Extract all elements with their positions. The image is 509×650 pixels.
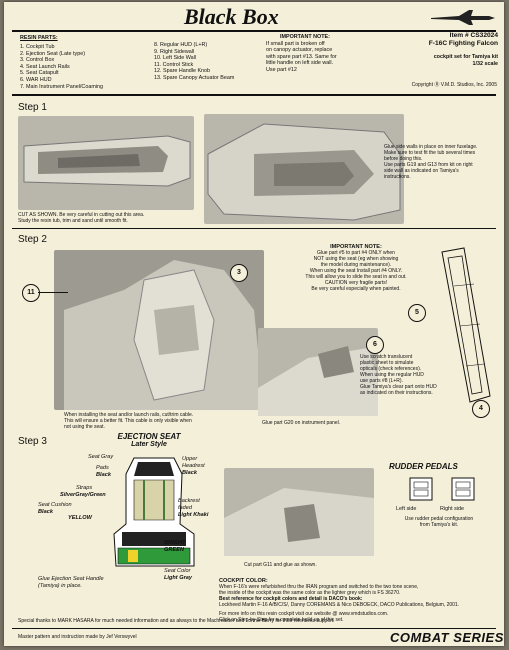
label-green: GREEN [164, 547, 184, 553]
label-bright: BRIGHT [164, 540, 186, 546]
label-cushion: Seat Cushion [38, 502, 72, 508]
label-yellow: YELLOW [68, 515, 92, 521]
step2-seat-photo [54, 250, 264, 410]
header-rule [12, 30, 496, 32]
important-note-2: IMPORTANT NOTE: Glue part #5 to part #4 … [266, 244, 446, 292]
item-number: Item # CS32024 [449, 32, 498, 39]
step-divider [12, 228, 496, 229]
seat-title: EJECTION SEAT [117, 432, 181, 441]
launch-rails-drawing [434, 246, 494, 416]
callout-6: 6 [366, 336, 384, 354]
list-item: 10. Left Side Wall [154, 55, 197, 62]
step1-fuselage-photo [204, 114, 404, 224]
step3-stick-photo [224, 468, 374, 556]
step3-heading: Step 3 [18, 436, 47, 447]
list-item: 1. Cockpit Tub [20, 44, 55, 50]
label-backrest-faded: faded [178, 505, 192, 511]
list-item: 8. Regular HUD (L+R) [154, 42, 208, 48]
list-item: 4. Seat Launch Rails [20, 63, 70, 70]
cockpit-color-title: COCKPIT COLOR: [219, 578, 268, 584]
step3-caption-stick: Cut part G11 and glue as shown. [244, 562, 317, 568]
note-title: IMPORTANT NOTE: [280, 34, 330, 40]
list-item: 9. Right Sidewall [154, 48, 195, 55]
ejection-seat-drawing [104, 454, 204, 574]
step2-hud-photo [258, 328, 378, 416]
list-item: 7. Main Instrument Panel/Coaming [20, 83, 103, 90]
rudder-title: RUDDER PEDALS [389, 462, 458, 471]
label-cushion-color: Black [38, 509, 53, 515]
important-note-1: IMPORTANT NOTE: If small part is broken … [266, 34, 386, 74]
label-seat-color: Seat Color [164, 568, 191, 574]
brand-title: Black Box [184, 4, 279, 29]
footer-rule [12, 628, 496, 629]
step1-caption-left: CUT AS SHOWN. Be very careful in cutting… [18, 212, 145, 224]
parts-list-col2: 8. Regular HUD (L+R) 9. Right Sidewall 1… [154, 42, 264, 82]
cockpit-color-block: COCKPIT COLOR: When F-16's were refurbis… [219, 578, 499, 623]
label-handle: Glue Ejection Seat Handle (Tamiya) in pl… [38, 576, 104, 589]
rudder-left-label: Left side [396, 506, 417, 512]
step1-caption-right: Glue side walls in place on inner fusela… [384, 144, 478, 180]
footer-thanks: Special thanks to MARK HASARA for much n… [18, 618, 335, 624]
step1-heading: Step 1 [18, 102, 47, 113]
label-upper: Upper [182, 456, 198, 462]
label-pads: Pads [96, 465, 109, 471]
callout-3: 3 [230, 264, 248, 282]
label-seat-gray: Seat Gray [88, 454, 114, 460]
list-item: 11. Control Stick [154, 61, 194, 68]
label-backrest: Backrest [178, 498, 200, 504]
list-item: 6. WAR HUD [20, 76, 52, 83]
combat-series-logo: COMBAT SERIES [390, 630, 504, 645]
label-pads-color: Black [96, 472, 111, 478]
leader-line [38, 292, 68, 293]
rudder-caption: Use rudder pedal configuration from Tami… [404, 516, 474, 528]
footer-master: Master pattern and instruction made by J… [18, 634, 137, 640]
step1-tub-photo [18, 116, 194, 210]
header-rule-bottom [12, 94, 496, 96]
rudder-pedals-drawing [404, 476, 484, 502]
note-title: IMPORTANT NOTE: [330, 244, 382, 250]
list-item: 12. Spare Handle Knob [154, 68, 211, 75]
step2-caption-hud: Use scratch translucent plastic sheet to… [360, 354, 437, 396]
list-item: 5. Seat Catapult [20, 70, 59, 77]
instruction-sheet: Black Box RESIN PARTS: 1. Cockpit Tub 2.… [4, 2, 504, 646]
list-item: 2. Ejection Seat (Late type) [20, 50, 86, 57]
resin-parts-title: RESIN PARTS: [20, 35, 58, 41]
parts-list-col1: 1. Cockpit Tub 2. Ejection Seat (Late ty… [20, 44, 170, 90]
callout-5: 5 [408, 304, 426, 322]
callout-4: 4 [472, 400, 490, 418]
label-headrest: Headrest [182, 463, 205, 469]
callout-11: 11 [22, 284, 40, 302]
list-item: 3. Control Box [20, 57, 55, 64]
jet-silhouette-icon [429, 8, 497, 26]
step2-heading: Step 2 [18, 234, 47, 245]
label-headrest-color: Black [182, 470, 197, 476]
label-backrest-color: Light Khaki [178, 512, 209, 518]
label-straps-color: SilverGray/Green [60, 492, 106, 498]
product-name: F-16C Fighting Falcon [428, 40, 498, 47]
step2-caption-panel: Glue part G20 on instrument panel. [262, 420, 341, 426]
label-straps: Straps [76, 485, 93, 491]
product-info: Item # CS32024 F-16C Fighting Falcon coc… [394, 32, 498, 67]
seat-title-block: EJECTION SEAT Later Style [84, 432, 214, 448]
label-seat-color-value: Light Gray [164, 575, 192, 581]
rudder-right-label: Right side [440, 506, 464, 512]
list-item: 13. Spare Canopy Actuator Beam [154, 74, 235, 81]
step2-caption-seat: When installing the seat and/or launch r… [64, 412, 194, 430]
copyright: Copyright Ⓡ V.M.D. Studios, Inc. 2005 [411, 82, 497, 88]
seat-subtitle: Later Style [131, 441, 167, 448]
